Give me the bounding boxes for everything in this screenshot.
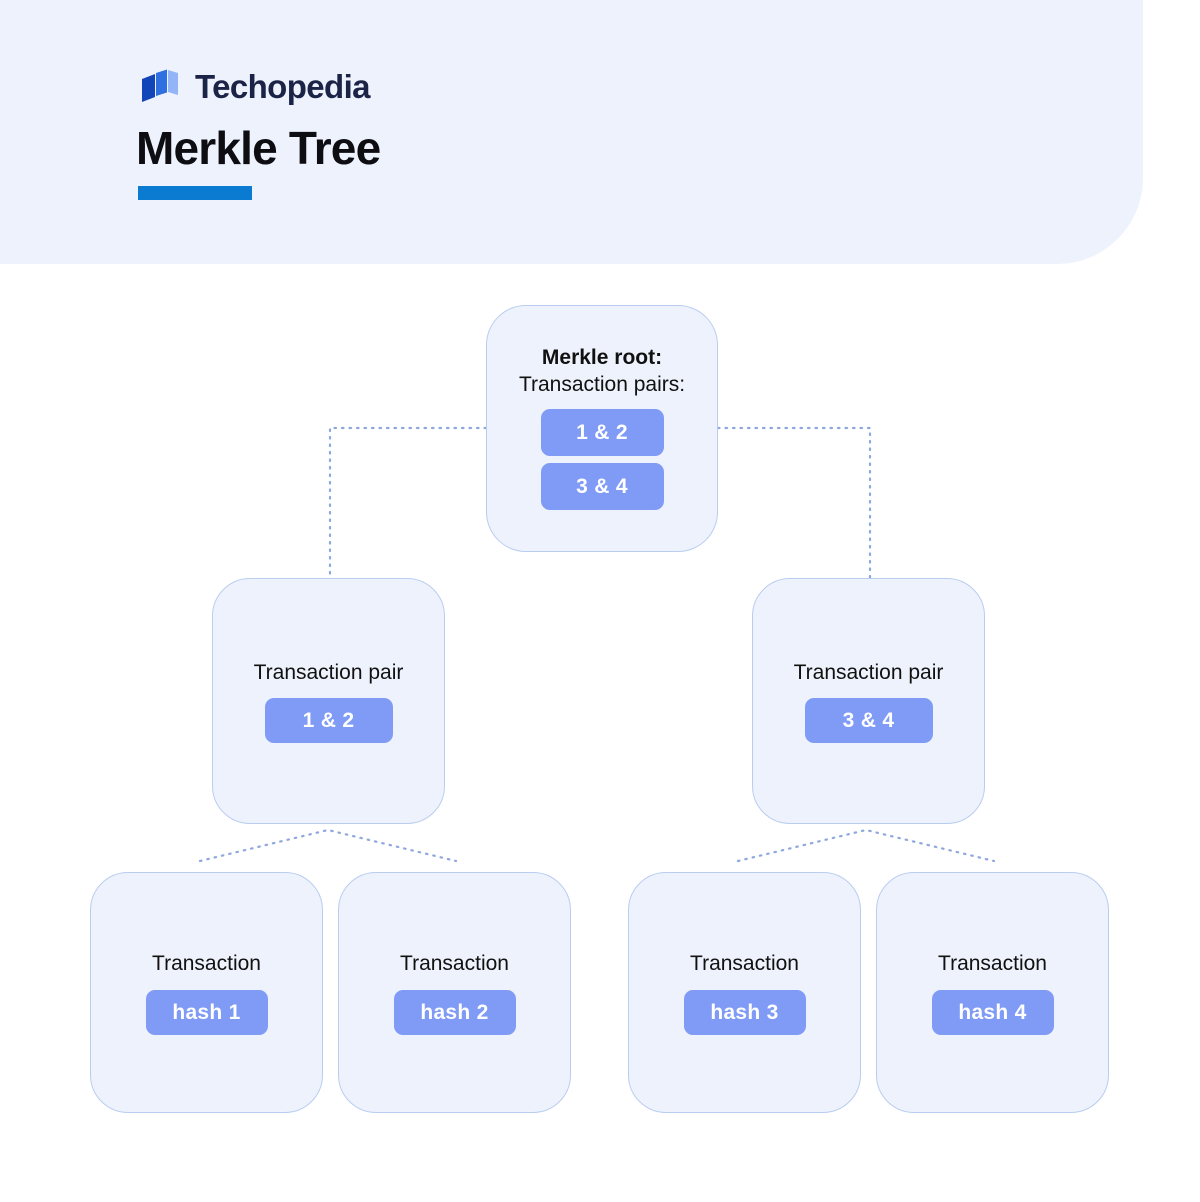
merkle-root-subtitle: Transaction pairs: [518, 373, 686, 397]
brand-name: Techopedia [195, 67, 371, 105]
transaction-pair-2-label: Transaction pair [793, 660, 944, 684]
connector-right-pair-to-leaves [736, 828, 996, 863]
merkle-tree-diagram: Merkle root: Transaction pairs: 1 & 2 3 … [0, 264, 1200, 1202]
transaction-2-hash-badge[interactable]: hash 2 [393, 989, 516, 1035]
transaction-4-label: Transaction [938, 952, 1047, 976]
transaction-pair-1-label: Transaction pair [253, 660, 404, 684]
transaction-4-hash-badge[interactable]: hash 4 [931, 989, 1054, 1035]
transaction-3-hash-badge[interactable]: hash 3 [683, 989, 806, 1035]
techopedia-logo-icon [142, 69, 178, 102]
merkle-root-title: Merkle root: [541, 346, 663, 369]
merkle-root-badge-2[interactable]: 3 & 4 [540, 462, 664, 510]
connector-root-to-right-pair [716, 426, 872, 580]
header-band [0, 0, 1143, 264]
merkle-root-badge-1[interactable]: 1 & 2 [540, 408, 664, 456]
brand: Techopedia [138, 64, 371, 108]
node-transaction-pair-2[interactable]: Transaction pair 3 & 4 [752, 578, 985, 824]
connector-left-pair-to-leaves [198, 828, 458, 863]
title-accent-rule [138, 186, 252, 200]
node-merkle-root[interactable]: Merkle root: Transaction pairs: 1 & 2 3 … [486, 305, 718, 552]
connector-root-to-left-pair [328, 426, 488, 580]
transaction-pair-2-badge[interactable]: 3 & 4 [804, 698, 933, 744]
node-transaction-pair-1[interactable]: Transaction pair 1 & 2 [212, 578, 445, 824]
transaction-1-hash-badge[interactable]: hash 1 [145, 989, 268, 1035]
transaction-1-label: Transaction [152, 952, 261, 976]
node-transaction-3[interactable]: Transaction hash 3 [628, 872, 861, 1113]
node-transaction-2[interactable]: Transaction hash 2 [338, 872, 571, 1113]
node-transaction-1[interactable]: Transaction hash 1 [90, 872, 323, 1113]
transaction-pair-1-badge[interactable]: 1 & 2 [264, 698, 393, 744]
page-title: Merkle Tree [136, 122, 381, 174]
transaction-3-label: Transaction [690, 952, 799, 976]
node-transaction-4[interactable]: Transaction hash 4 [876, 872, 1109, 1113]
transaction-2-label: Transaction [400, 952, 509, 976]
